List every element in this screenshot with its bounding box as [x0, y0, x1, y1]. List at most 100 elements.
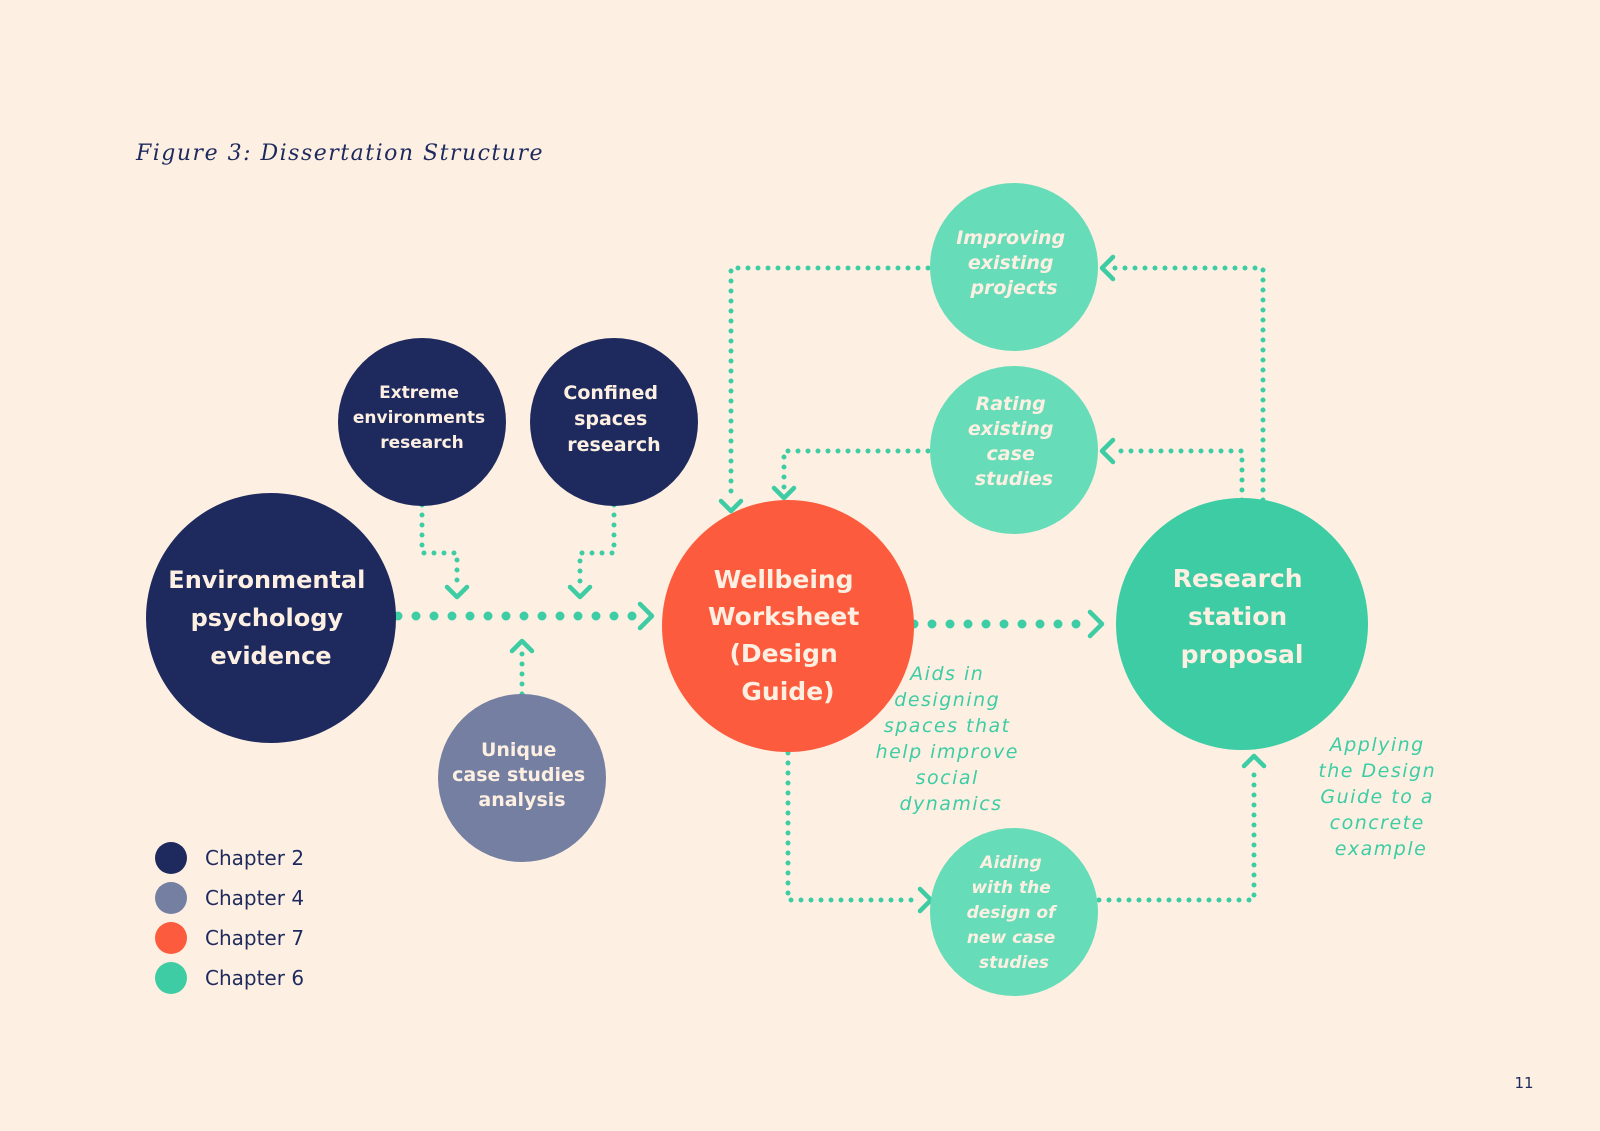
- annotation-aids-in-designing: Aids in designing spaces that help impro…: [876, 663, 1027, 815]
- svg-text:Confined spaces re: Confined spaces research: [563, 382, 664, 456]
- node-line: spaces: [574, 408, 647, 430]
- node-confined-spaces: Confined spaces research: [530, 338, 698, 506]
- node-line: evidence: [210, 642, 331, 670]
- node-circle: [530, 338, 698, 506]
- node-circle: [438, 694, 606, 862]
- node-line: research: [567, 434, 660, 456]
- connectors: [393, 254, 1267, 914]
- node-environmental-psychology: Environmental psychology evidence: [146, 493, 396, 743]
- connector-research-to-improving: [1109, 265, 1266, 503]
- legend-swatch: [155, 882, 187, 914]
- node-line: existing: [968, 252, 1054, 274]
- annotation-line: spaces that: [884, 715, 1011, 737]
- node-line: proposal: [1181, 640, 1304, 669]
- node-line: Rating: [976, 393, 1046, 415]
- annotation-line: Guide to a: [1320, 786, 1434, 808]
- node-line: Aiding: [978, 853, 1041, 873]
- annotation-line: Aids in: [908, 663, 984, 685]
- arrowhead-improving-into-wellbeing: [718, 498, 744, 514]
- legend-item: Chapter 6: [155, 962, 304, 994]
- legend-label: Chapter 4: [205, 886, 304, 910]
- node-line: projects: [969, 277, 1057, 299]
- connector-extreme-to-main: [419, 502, 460, 593]
- node-research-station-proposal: Research station proposal: [1116, 498, 1368, 750]
- node-circle: [662, 500, 914, 752]
- node-circle: [146, 493, 396, 743]
- annotation-applying-design-guide: Applying the Design Guide to a concrete …: [1318, 734, 1443, 860]
- node-line: Worksheet: [708, 602, 859, 631]
- legend-item: Chapter 7: [155, 922, 304, 954]
- node-line: studies: [975, 468, 1053, 490]
- node-circle: [1116, 498, 1368, 750]
- arrowhead-extreme: [444, 584, 470, 600]
- node-line: Wellbeing: [714, 565, 854, 594]
- annotation-line: designing: [894, 689, 1000, 711]
- node-line: design of: [967, 903, 1059, 923]
- figure-title: Figure 3: Dissertation Structure: [135, 141, 544, 166]
- node-rating-existing-case-studies: Rating existing case studies: [930, 366, 1098, 534]
- legend-item: Chapter 4: [155, 882, 304, 914]
- svg-text:Unique case studies: Unique case studies analysis: [452, 739, 592, 811]
- legend-label: Chapter 6: [205, 966, 304, 990]
- node-line: Environmental: [168, 566, 365, 594]
- connector-confined-to-main: [577, 502, 617, 593]
- arrowhead-aiding-into-research: [1241, 753, 1267, 769]
- annotation-line: dynamics: [899, 793, 1002, 815]
- node-line: Unique: [481, 739, 556, 761]
- page-number: 11: [1514, 1074, 1533, 1092]
- svg-text:Research station p: Research station proposal: [1173, 564, 1312, 669]
- node-circle: [930, 828, 1098, 996]
- arrowhead-into-research: [1087, 609, 1105, 639]
- arrowhead-into-wellbeing: [637, 601, 655, 631]
- arrowhead-unique: [509, 638, 535, 654]
- node-line: station: [1188, 602, 1287, 631]
- annotation-line: help improve: [876, 741, 1019, 763]
- legend-item: Chapter 2: [155, 842, 304, 874]
- legend-label: Chapter 2: [205, 846, 304, 870]
- node-improving-existing-projects: Improving existing projects: [930, 183, 1098, 351]
- arrowhead-into-aiding: [917, 886, 934, 914]
- svg-text:Wellbeing Worksheet: Wellbeing Worksheet (Design Guide): [708, 565, 868, 706]
- connector-aiding-to-research: [1096, 767, 1257, 903]
- arrowhead-confined: [567, 584, 593, 600]
- annotation-line: Applying: [1328, 734, 1425, 756]
- node-wellbeing-worksheet: Wellbeing Worksheet (Design Guide): [662, 500, 914, 752]
- annotation-line: social: [916, 767, 979, 789]
- connector-research-to-rating: [1109, 448, 1245, 503]
- node-line: research: [380, 433, 464, 453]
- node-line: case studies: [452, 764, 585, 786]
- svg-text:Improving existing: Improving existing projects: [956, 227, 1072, 299]
- svg-text:Extreme environments: Extreme environments research: [353, 383, 491, 453]
- node-line: Research: [1173, 564, 1303, 593]
- annotation-line: example: [1335, 838, 1428, 860]
- legend-swatch: [155, 922, 187, 954]
- annotation-line: the Design: [1318, 760, 1436, 782]
- connector-rating-to-wellbeing: [781, 448, 931, 491]
- legend-label: Chapter 7: [205, 926, 304, 950]
- svg-text:Aiding with the de: Aiding with the design of new case studi…: [967, 853, 1062, 973]
- arrowhead-rating-into-wellbeing: [771, 485, 797, 501]
- connector-improving-to-wellbeing: [728, 265, 931, 503]
- svg-text:Environmental psychology: Environmental psychology evidence: [168, 566, 373, 670]
- node-line: case: [987, 443, 1035, 465]
- node-circle: [930, 366, 1098, 534]
- node-line: (Design: [730, 639, 838, 668]
- node-line: psychology: [191, 604, 344, 632]
- legend-swatch: [155, 962, 187, 994]
- arrowhead-into-improving: [1099, 254, 1116, 282]
- node-circle: [338, 338, 506, 506]
- node-line: analysis: [478, 789, 565, 811]
- node-line: Confined: [563, 382, 658, 404]
- node-aiding-new-case-studies: Aiding with the design of new case studi…: [930, 828, 1098, 996]
- node-line: with the: [971, 878, 1050, 898]
- svg-text:Rating existing ca: Rating existing case studies: [968, 393, 1060, 490]
- node-line: Extreme: [379, 383, 459, 403]
- node-line: Improving: [956, 227, 1065, 249]
- node-line: studies: [979, 953, 1049, 973]
- node-line: existing: [968, 418, 1054, 440]
- node-line: Guide): [741, 677, 834, 706]
- node-extreme-environments: Extreme environments research: [338, 338, 506, 506]
- arrowhead-into-rating: [1099, 437, 1116, 465]
- node-line: new case: [967, 928, 1055, 948]
